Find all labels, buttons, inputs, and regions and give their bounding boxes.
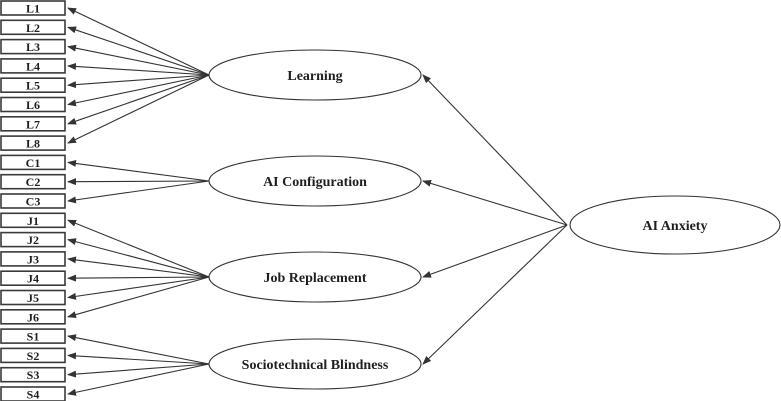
indicator-box-j3	[0, 251, 66, 267]
indicator-box-s4	[0, 386, 66, 401]
factor-ellipse-learning	[208, 49, 422, 101]
factor-label-ai-anxiety: AI Anxiety	[643, 219, 708, 234]
factor-ellipse-job-replacement	[208, 251, 422, 303]
indicator-box-j2	[0, 231, 66, 248]
loading-arrow-l3	[67, 44, 210, 76]
factor-ellipse-sociotechnical-blindness	[208, 338, 422, 390]
indicator-label-l6: L6	[26, 98, 40, 112]
indicator-label-l2: L2	[26, 21, 40, 35]
indicator-label-j6: J6	[27, 310, 39, 324]
loading-arrow-j3	[67, 256, 210, 278]
loading-arrow-j4	[67, 274, 210, 282]
indicator-box-l6	[0, 96, 66, 113]
indicator-box-j5	[0, 289, 66, 306]
indicator-label-l4: L4	[26, 59, 40, 73]
indicator-label-s1: S1	[27, 330, 40, 344]
indicator-label-l5: L5	[26, 79, 40, 93]
loading-arrow-l7	[67, 74, 210, 125]
loading-arrow-s4	[67, 363, 210, 396]
loading-arrow-l6	[67, 74, 210, 107]
loading-arrow-l4	[67, 62, 210, 76]
indicator-box-l1	[0, 0, 66, 16]
indicator-box-j1	[0, 212, 66, 229]
loading-arrow-j2	[67, 238, 210, 278]
loading-arrow-c2	[67, 178, 210, 186]
factor-label-learning: Learning	[287, 69, 342, 84]
indicator-label-j3: J3	[27, 252, 39, 266]
path-arrow-learning	[422, 74, 568, 226]
indicator-label-s3: S3	[27, 368, 40, 382]
indicator-label-j2: J2	[27, 233, 39, 247]
indicator-label-j4: J4	[27, 272, 39, 286]
loading-arrow-c1	[67, 159, 210, 182]
indicator-box-s3	[0, 366, 66, 383]
indicator-box-s2	[0, 347, 66, 364]
factor-label-job-replacement: Job Replacement	[263, 271, 366, 286]
indicator-label-c2: C2	[26, 175, 41, 189]
indicator-label-j1: J1	[27, 214, 39, 228]
loading-arrow-l5	[67, 74, 210, 89]
indicator-box-c2	[0, 173, 66, 190]
indicator-box-c3	[0, 193, 66, 209]
loading-arrow-j5	[67, 276, 210, 300]
factor-label-sociotechnical-blindness: Sociotechnical Blindness	[242, 358, 389, 373]
loading-arrow-l8	[67, 74, 210, 144]
loading-arrow-l2	[67, 26, 210, 76]
indicator-box-j4	[0, 270, 66, 287]
indicator-label-l7: L7	[26, 117, 40, 131]
path-arrow-ai-configuration	[422, 179, 568, 226]
factor-ellipse-ai-configuration	[208, 155, 422, 207]
indicator-box-j6	[0, 308, 66, 325]
indicator-label-j5: J5	[27, 291, 39, 305]
indicator-box-c1	[0, 154, 66, 171]
indicator-label-c1: C1	[26, 156, 41, 170]
indicator-label-s2: S2	[27, 349, 40, 363]
indicator-label-s4: S4	[27, 388, 40, 401]
indicator-label-c3: C3	[26, 195, 41, 209]
path-arrow-sociotechnical-blindness	[422, 224, 568, 365]
loading-arrow-c3	[67, 180, 210, 204]
indicator-box-l2	[0, 19, 66, 36]
indicator-box-l8	[0, 135, 66, 151]
loading-arrow-j1	[67, 219, 210, 278]
loading-arrow-s1	[67, 334, 210, 365]
factor-label-ai-configuration: AI Configuration	[263, 175, 367, 190]
loading-arrow-l1	[67, 7, 210, 76]
loading-arrow-s2	[67, 352, 210, 365]
indicator-box-l7	[0, 116, 66, 132]
indicator-label-l8: L8	[26, 137, 40, 151]
indicator-label-l3: L3	[26, 40, 40, 54]
indicator-box-l4	[0, 58, 66, 74]
loading-arrow-j6	[67, 276, 210, 318]
factor-ellipse-ai-anxiety	[569, 195, 781, 255]
loading-arrow-s3	[67, 363, 210, 378]
path-arrow-job-replacement	[422, 224, 568, 278]
indicator-box-s1	[0, 328, 66, 344]
indicator-label-l1: L1	[26, 2, 40, 16]
indicator-box-l3	[0, 38, 66, 55]
indicator-box-l5	[0, 77, 66, 93]
